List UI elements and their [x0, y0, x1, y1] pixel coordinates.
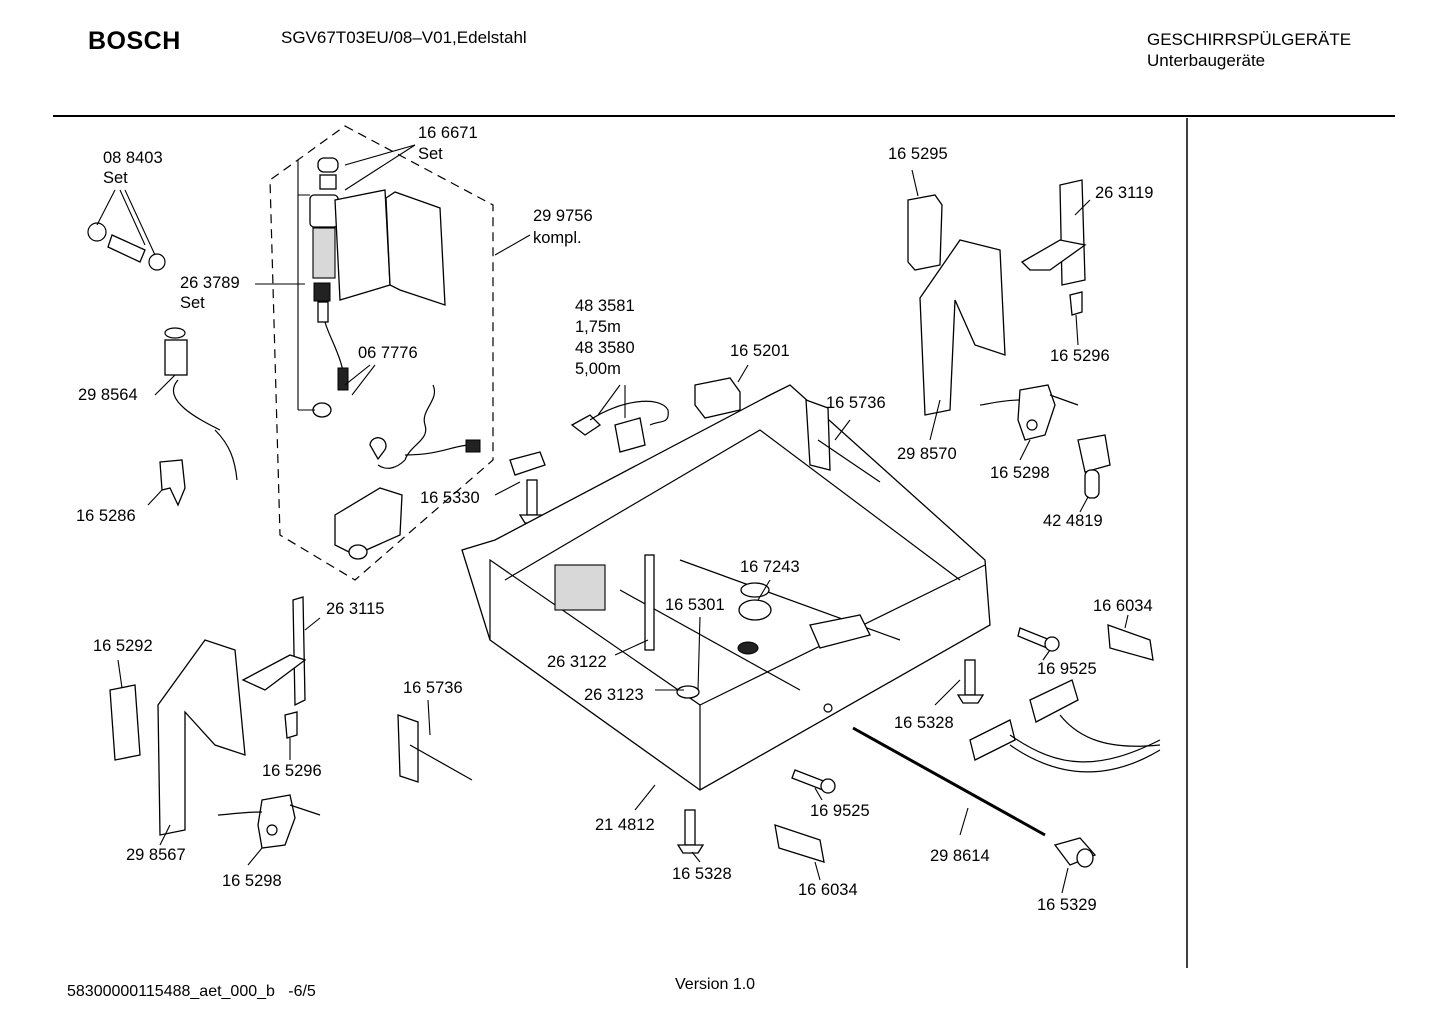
rod-29-8614 [852, 726, 1046, 837]
plug-16-5330 [509, 451, 546, 476]
label-263123: 26 3123 [584, 686, 644, 704]
label-167243: 16 7243 [740, 558, 800, 576]
sensor-16-5298-left [217, 794, 321, 849]
label-165736-left: 16 5736 [403, 679, 463, 697]
document-id: 58300000115488_aet_000_b -6/5 [67, 983, 316, 1000]
label-263789-set: Set [180, 294, 205, 312]
hose-clamp-set [87, 222, 166, 271]
label-214812: 21 4812 [595, 816, 655, 834]
label-165736-right: 16 5736 [826, 394, 886, 412]
spring-16-5736-left [397, 714, 473, 783]
screw-16-9525-upper [1017, 627, 1060, 652]
label-067776: 06 7776 [358, 344, 418, 362]
bracket-29-8567 [157, 639, 246, 836]
label-263119: 26 3119 [1095, 184, 1153, 202]
label-165328-bottom: 16 5328 [672, 865, 732, 883]
label-165296-left: 16 5296 [262, 762, 322, 780]
label-299756-kompl: kompl. [533, 229, 582, 247]
leader-lines [96, 144, 1129, 894]
label-483581: 48 3581 [575, 297, 635, 315]
kit-outline-dashed [269, 125, 494, 581]
label-165298-right: 16 5298 [990, 464, 1050, 482]
base-tub-21-4812 [461, 384, 991, 791]
valve-holder-plate [334, 487, 403, 560]
label-165286: 16 5286 [76, 507, 136, 525]
label-165292: 16 5292 [93, 637, 153, 655]
label-299756: 29 9756 [533, 207, 593, 225]
label-166671-set: Set [418, 145, 443, 163]
connector-block-16-5201 [694, 377, 741, 419]
leveling-foot-bottom [676, 809, 705, 854]
label-len500: 5,00m [575, 360, 621, 378]
label-298614: 29 8614 [930, 847, 990, 865]
label-166034-right: 16 6034 [1093, 597, 1153, 615]
label-298564: 29 8564 [78, 386, 138, 404]
label-424819: 42 4819 [1043, 512, 1103, 530]
label-263122: 26 3122 [547, 653, 607, 671]
valve-42-4819 [1077, 434, 1111, 499]
label-165295: 16 5295 [888, 145, 948, 163]
bracket-29-8570 [919, 239, 1006, 416]
label-088403: 08 8403 [103, 149, 163, 167]
label-165329: 16 5329 [1037, 896, 1097, 914]
label-165330: 16 5330 [420, 489, 480, 507]
connection-cable [570, 400, 669, 453]
label-len175: 1,75m [575, 318, 621, 336]
label-165301: 16 5301 [665, 596, 725, 614]
label-165328-right: 16 5328 [894, 714, 954, 732]
sensor-16-5298-right [979, 384, 1079, 441]
leveling-foot-right [956, 659, 985, 704]
label-166671: 16 6671 [418, 124, 478, 142]
label-263115: 26 3115 [326, 600, 384, 618]
version-label: Version 1.0 [675, 976, 756, 993]
screw-16-9525-lower [791, 769, 836, 794]
water-valve-assembly [309, 157, 446, 418]
spring-16-5736-right [805, 399, 881, 483]
bracket-16-5292 [109, 684, 141, 761]
label-298567: 29 8567 [126, 846, 186, 864]
bracket-16-5295 [907, 194, 943, 271]
category-subtitle: Unterbaugeräte [1147, 51, 1266, 70]
inlet-hose-coil [369, 384, 481, 469]
connector-16-6034-lower [774, 824, 825, 863]
leveling-foot-left [518, 479, 547, 524]
hose-clip [159, 459, 186, 507]
clip-16-5296-left [284, 711, 298, 739]
label-169525-lower: 16 9525 [810, 802, 870, 820]
label-263789: 26 3789 [180, 274, 240, 292]
label-165201: 16 5201 [730, 342, 790, 360]
model-number: SGV67T03EU/08–V01,Edelstahl [281, 28, 527, 47]
cap-16-5329 [1053, 837, 1097, 868]
corrugated-hose [164, 327, 238, 481]
bracket-26-3115 [241, 596, 307, 707]
label-165298-left: 16 5298 [222, 872, 282, 890]
brand-logo: BOSCH [88, 27, 181, 55]
label-088403-set: Set [103, 169, 128, 187]
label-298570: 29 8570 [897, 445, 957, 463]
label-169525-upper: 16 9525 [1037, 660, 1097, 678]
wiring-harness [969, 679, 1161, 773]
label-166034-lower: 16 6034 [798, 881, 858, 899]
label-165296-right: 16 5296 [1050, 347, 1110, 365]
part-labels: 08 8403 Set 16 6671 Set 29 9756 kompl. 2… [76, 124, 1153, 914]
label-483580: 48 3580 [575, 339, 635, 357]
connector-16-6034-right [1107, 624, 1154, 661]
bracket-26-3119 [1020, 179, 1087, 286]
category-title: GESCHIRRSPÜLGERÄTE [1147, 30, 1352, 49]
clip-16-5296-right [1069, 291, 1083, 316]
